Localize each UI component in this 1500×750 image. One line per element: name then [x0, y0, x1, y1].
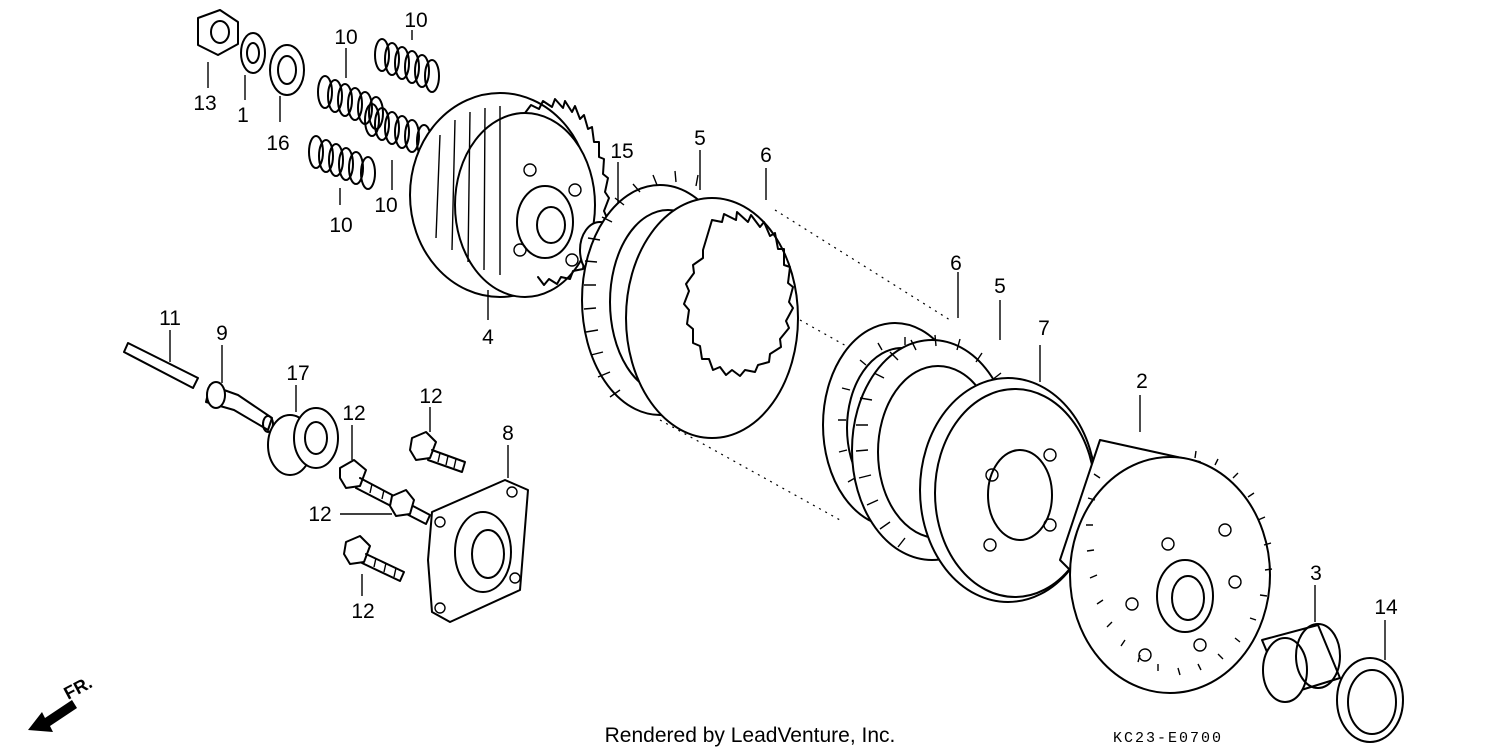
callout-6b: 6: [950, 252, 962, 275]
callout-12d: 12: [351, 600, 374, 623]
callout-5b: 5: [994, 275, 1006, 298]
callout-9: 9: [216, 322, 228, 345]
callout-10d: 10: [329, 214, 352, 237]
callout-labels: 13 1 16 10 10 10 10 4 15 5 6 6 5 7 2 11 …: [159, 9, 1398, 623]
part-6-clutch-plate-front[interactable]: [625, 168, 799, 439]
callout-14: 14: [1374, 596, 1398, 619]
front-arrow-icon: [28, 700, 77, 732]
callout-15: 15: [610, 140, 633, 163]
callout-16: 16: [266, 132, 289, 155]
part-14-washer[interactable]: [1336, 620, 1404, 743]
callout-1: 1: [237, 104, 249, 127]
callout-5a: 5: [694, 127, 706, 150]
callout-12b: 12: [342, 402, 365, 425]
callout-10b: 10: [334, 26, 357, 49]
footer-credit: Rendered by LeadVenture, Inc.: [605, 724, 896, 747]
part-3-collar[interactable]: [1261, 585, 1341, 703]
part-11-push-rod[interactable]: [123, 330, 199, 389]
part-17-bearing[interactable]: [267, 385, 339, 476]
callout-4: 4: [482, 326, 494, 349]
callout-3: 3: [1310, 562, 1322, 585]
diagram-code: KC23-E0700: [1113, 730, 1223, 747]
part-1-washer[interactable]: [240, 32, 266, 100]
callout-12c: 12: [308, 503, 331, 526]
callout-6a: 6: [760, 144, 772, 167]
part-10-springs[interactable]: [308, 30, 440, 205]
part-8-lifter-plate[interactable]: [427, 445, 529, 623]
callout-7: 7: [1038, 317, 1050, 340]
part-2-clutch-outer[interactable]: [1059, 395, 1273, 694]
callout-12a: 12: [419, 385, 442, 408]
callout-17: 17: [286, 362, 309, 385]
part-7-pressure-plate[interactable]: [919, 345, 1097, 603]
part-16-washer[interactable]: [269, 44, 305, 122]
callout-8: 8: [502, 422, 514, 445]
part-9-lifter-piece[interactable]: [205, 345, 274, 433]
callout-2: 2: [1136, 370, 1148, 393]
part-12-bolts[interactable]: [339, 407, 466, 596]
part-4-clutch-center[interactable]: [409, 92, 610, 320]
direction-label: FR.: [60, 672, 95, 703]
front-direction-indicator: FR.: [28, 672, 95, 732]
part-13-nut[interactable]: [197, 9, 239, 88]
callout-10a: 10: [404, 9, 427, 32]
callout-13: 13: [193, 92, 216, 115]
callout-10c: 10: [374, 194, 397, 217]
callout-11: 11: [159, 307, 181, 330]
